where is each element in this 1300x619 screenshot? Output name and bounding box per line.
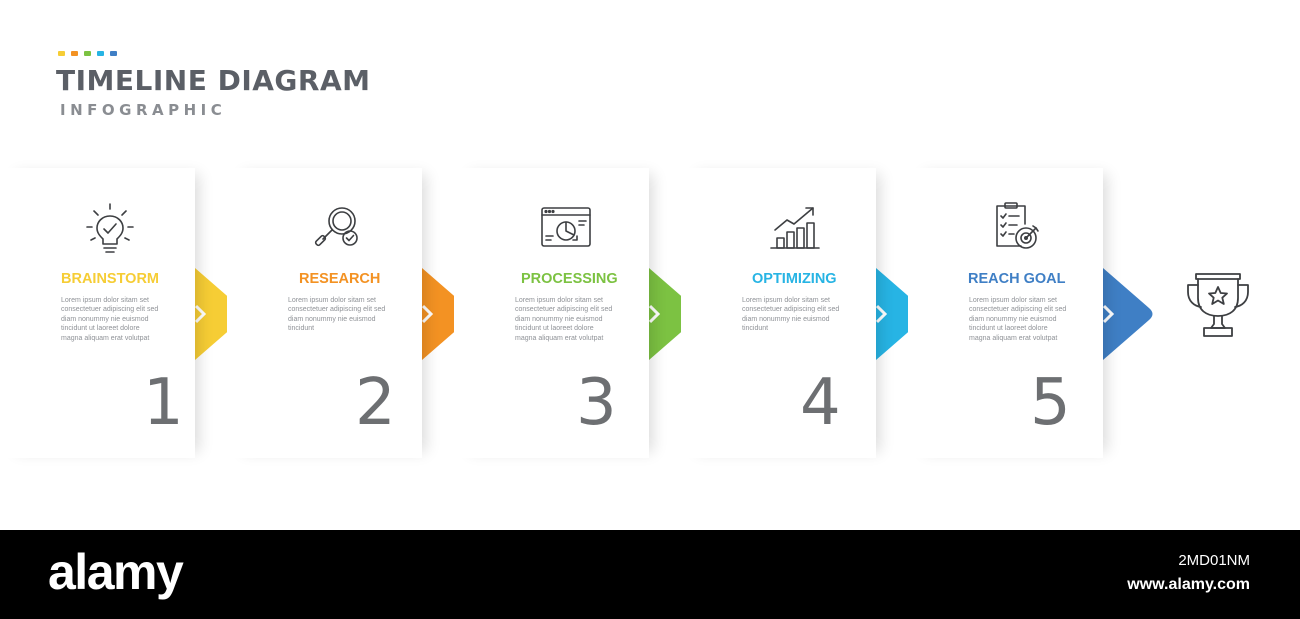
magnifier-check-icon bbox=[309, 198, 369, 258]
step-arrow bbox=[1103, 268, 1153, 360]
step-label: RESEARCH bbox=[299, 271, 381, 287]
step-2: RESEARCH Lorem ipsum dolor sitam set con… bbox=[227, 168, 472, 458]
watermark-url: www.alamy.com bbox=[1127, 576, 1250, 593]
image-id: 2MD01NM bbox=[1178, 552, 1250, 569]
color-dot bbox=[110, 51, 117, 56]
alamy-logo: alamy bbox=[48, 544, 184, 600]
step-number: 4 bbox=[800, 366, 841, 440]
step-description: Lorem ipsum dolor sitam set consectetuer… bbox=[742, 297, 840, 333]
step-card: PROCESSING Lorem ipsum dolor sitam set c… bbox=[454, 168, 649, 458]
step-description: Lorem ipsum dolor sitam set consectetuer… bbox=[288, 297, 386, 333]
color-dot bbox=[84, 51, 91, 56]
growth-chart-icon bbox=[765, 198, 825, 258]
diagram-title: TIMELINE DIAGRAM bbox=[56, 64, 371, 97]
browser-chart-icon bbox=[536, 198, 596, 258]
step-number: 5 bbox=[1030, 366, 1071, 440]
step-card: REACH GOAL Lorem ipsum dolor sitam set c… bbox=[908, 168, 1103, 458]
trophy-icon bbox=[1176, 268, 1260, 352]
step-3: PROCESSING Lorem ipsum dolor sitam set c… bbox=[454, 168, 699, 458]
checklist-target-icon bbox=[987, 198, 1047, 258]
step-label: REACH GOAL bbox=[968, 271, 1066, 287]
step-description: Lorem ipsum dolor sitam set consectetuer… bbox=[969, 297, 1067, 342]
step-label: OPTIMIZING bbox=[752, 271, 837, 287]
step-card: BRAINSTORM Lorem ipsum dolor sitam set c… bbox=[0, 168, 195, 458]
step-arrow bbox=[876, 268, 926, 360]
color-dot bbox=[71, 51, 78, 56]
step-4: OPTIMIZING Lorem ipsum dolor sitam set c… bbox=[681, 168, 926, 458]
step-arrow bbox=[422, 268, 472, 360]
diagram-subtitle: INFOGRAPHIC bbox=[60, 101, 227, 119]
step-number: 1 bbox=[143, 366, 184, 440]
color-dot bbox=[97, 51, 104, 56]
color-dots bbox=[58, 51, 117, 56]
step-label: BRAINSTORM bbox=[61, 271, 160, 287]
step-description: Lorem ipsum dolor sitam set consectetuer… bbox=[61, 297, 159, 342]
step-5: REACH GOAL Lorem ipsum dolor sitam set c… bbox=[908, 168, 1153, 458]
step-description: Lorem ipsum dolor sitam set consectetuer… bbox=[515, 297, 613, 342]
step-number: 2 bbox=[355, 366, 396, 440]
step-card: OPTIMIZING Lorem ipsum dolor sitam set c… bbox=[681, 168, 876, 458]
color-dot bbox=[58, 51, 65, 56]
infographic-canvas: TIMELINE DIAGRAM INFOGRAPHIC bbox=[0, 51, 1260, 458]
watermark-footer: alamy 2MD01NM www.alamy.com bbox=[0, 530, 1300, 619]
step-arrow bbox=[195, 268, 245, 360]
step-card: RESEARCH Lorem ipsum dolor sitam set con… bbox=[227, 168, 422, 458]
step-number: 3 bbox=[576, 366, 617, 440]
step-1: BRAINSTORM Lorem ipsum dolor sitam set c… bbox=[0, 168, 245, 458]
step-label: PROCESSING bbox=[521, 271, 618, 287]
lightbulb-icon bbox=[80, 198, 140, 258]
step-arrow bbox=[649, 268, 699, 360]
